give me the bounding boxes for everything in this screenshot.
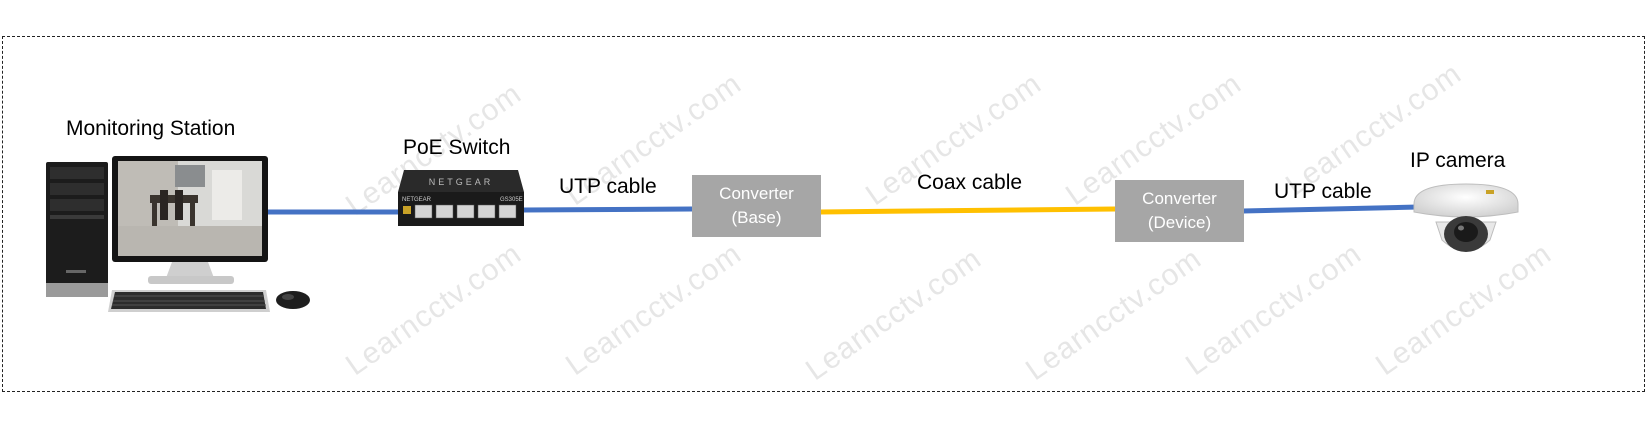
converter-base-line2: (Base) (731, 208, 782, 227)
converter-base-box: Converter (Base) (692, 175, 821, 237)
converter-base-line1: Converter (719, 184, 794, 203)
coax-cable-label: Coax cable (917, 171, 1023, 194)
switch-model-text: GS305E (500, 197, 523, 203)
switch-brand-text: NETGEAR (429, 177, 494, 187)
pc-tower-icon (46, 162, 108, 297)
utp-cable-switch-converter (523, 206, 693, 213)
utp-cable-converter-camera (1242, 204, 1419, 214)
monitoring-station-label: Monitoring Station (66, 117, 236, 140)
coax-cable-line (819, 206, 1116, 215)
mouse-icon (276, 291, 310, 309)
utp-cable-left-label: UTP cable (559, 175, 657, 198)
ip-camera-label: IP camera (1410, 149, 1506, 172)
converter-device-box: Converter (Device) (1115, 180, 1244, 242)
monitor-icon (112, 156, 268, 284)
switch-brand-small-text: NETGEAR (402, 197, 432, 203)
keyboard-icon (108, 290, 270, 312)
diagram-frame (2, 36, 1645, 392)
utp-cable-right-label: UTP cable (1274, 180, 1372, 203)
switch-ports (414, 204, 517, 219)
converter-device-line2: (Device) (1147, 213, 1212, 232)
converter-device-line1: Converter (1142, 189, 1217, 208)
poe-switch-label: PoE Switch (403, 136, 511, 159)
